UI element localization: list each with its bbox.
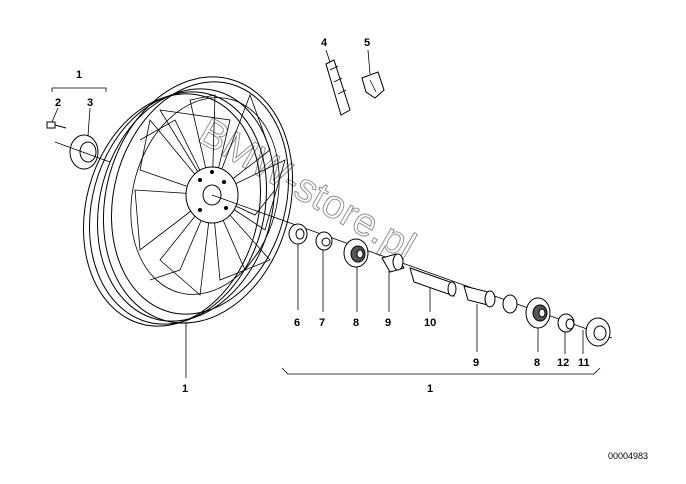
callout-8-right: 8 — [534, 357, 540, 369]
seal-part-11 — [585, 317, 611, 347]
callout-6: 6 — [294, 317, 300, 329]
callout-9-right: 9 — [473, 357, 479, 369]
sleeve-part-9b — [463, 285, 496, 308]
callout-11: 11 — [578, 357, 590, 369]
leader-lines — [51, 49, 601, 378]
callout-5: 5 — [364, 37, 370, 49]
callout-4: 4 — [321, 37, 328, 49]
callout-7: 7 — [319, 317, 325, 329]
callout-12: 12 — [557, 357, 569, 369]
drive-ring-part-3 — [54, 134, 111, 170]
callout-10: 10 — [424, 317, 436, 329]
callout-2: 2 — [55, 97, 61, 109]
damper-part-4 — [325, 59, 351, 116]
callout-1-axle-group: 1 — [427, 383, 433, 395]
bearing-part-8a — [343, 238, 369, 268]
bearing-part-8b — [525, 297, 551, 329]
spacer-part-12 — [557, 313, 575, 333]
part-number-label: 00004983 — [608, 451, 648, 461]
callout-8-left: 8 — [353, 317, 359, 329]
spacer-part-7 — [315, 231, 333, 251]
callout-9-left: 9 — [385, 317, 391, 329]
spacer-tube-part-10 — [409, 267, 457, 297]
wheel-spokes — [134, 93, 286, 296]
ring-part-unlabeled — [502, 294, 518, 314]
callout-1-wheel: 1 — [182, 383, 188, 395]
bolt-part-2 — [46, 121, 67, 129]
sleeve-part-9a — [381, 253, 405, 273]
axle-centerline — [211, 194, 613, 339]
callout-1-group: 1 — [76, 69, 82, 81]
callout-3: 3 — [87, 97, 93, 109]
wheel-drawing — [82, 76, 294, 327]
seal-part-6 — [288, 223, 308, 245]
clip-part-5 — [361, 71, 385, 99]
